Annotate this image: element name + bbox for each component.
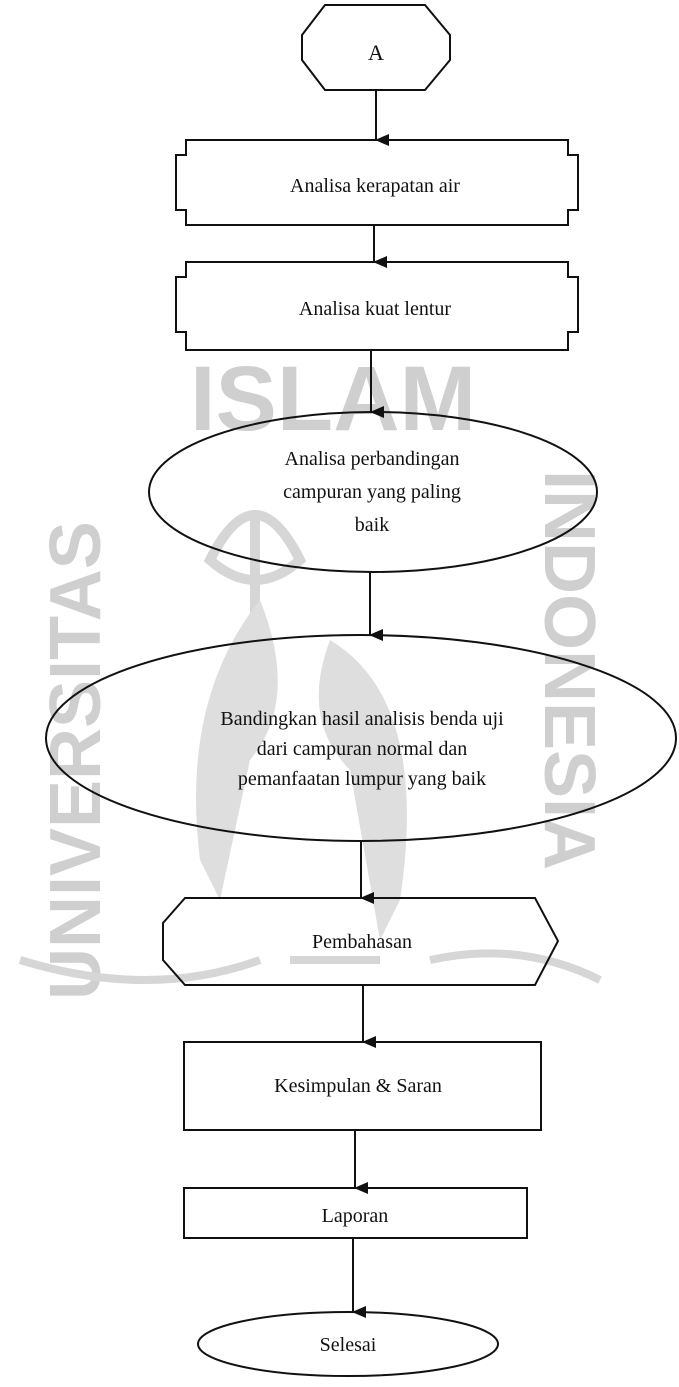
watermark-text-top: ISLAM [190, 348, 476, 450]
pembahasan-shape [162, 897, 560, 986]
pembahasan-label: Pembahasan [312, 931, 412, 953]
analisa-kerapatan-label: Analisa kerapatan air [290, 175, 460, 197]
watermark-leaf-icon [318, 640, 407, 940]
bandingkan-line-1: Bandingkan hasil analisis benda uji [220, 708, 504, 730]
analisa-lentur-box [175, 261, 579, 351]
analisa-lentur-label: Analisa kuat lentur [299, 298, 452, 320]
watermark-leaf-icon [196, 600, 278, 900]
laporan-label: Laporan [322, 1205, 389, 1227]
analisa-perbandingan-line-1: Analisa perbandingan [285, 448, 460, 470]
analisa-perbandingan-line-2: campuran yang paling [283, 481, 461, 503]
start-connector-shape [301, 4, 451, 91]
selesai-label: Selesai [320, 1334, 377, 1356]
laporan-box [183, 1187, 528, 1239]
analisa-kerapatan-box [175, 139, 579, 226]
start-connector-label: A [368, 40, 384, 65]
selesai-terminator [197, 1311, 499, 1377]
university-watermark: ISLAM UNIVERSITAS INDONESIA [18, 348, 609, 1000]
analisa-perbandingan-ellipse [148, 411, 598, 573]
watermark-text-left: UNIVERSITAS [36, 521, 116, 1000]
bandingkan-line-3: pemanfaatan lumpur yang baik [238, 768, 486, 790]
watermark-arabic-script [18, 949, 602, 984]
kesimpulan-label: Kesimpulan & Saran [274, 1075, 442, 1097]
bandingkan-line-2: dari campuran normal dan [257, 738, 467, 760]
kesimpulan-box [183, 1041, 542, 1131]
analisa-perbandingan-line-3: baik [355, 514, 389, 536]
